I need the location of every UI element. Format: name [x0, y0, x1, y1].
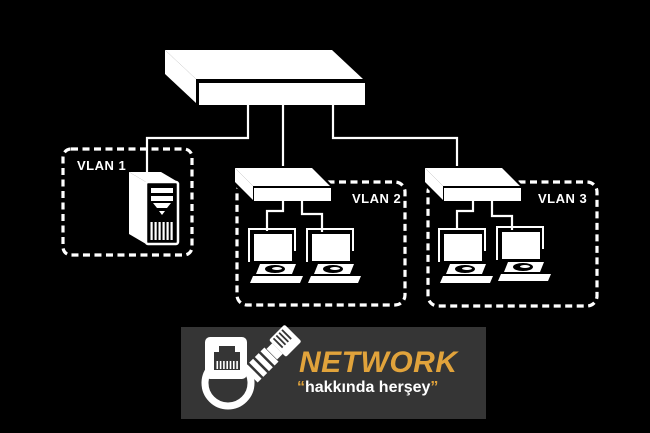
cable-core-to-vlan3: [331, 105, 459, 170]
logo-tagline-text: “hakkında herşey”: [297, 379, 438, 396]
tower-side-face: [129, 172, 146, 244]
pc-icon: [496, 226, 551, 281]
tower-drive-bay: [151, 196, 173, 201]
tower-button-trapezoid: [153, 203, 171, 208]
ethernet-cable-icon: [201, 325, 301, 410]
cable-core-to-vlan1: [145, 105, 250, 178]
core-switch-side-face: [165, 50, 196, 103]
switch-front-face: [444, 188, 521, 201]
rj45-plug: [243, 325, 301, 383]
vlan2-group: VLAN 2: [233, 166, 407, 307]
pc-mouse-highlight: [330, 267, 340, 270]
core-switch-icon: [165, 50, 365, 105]
pc-mouse-highlight: [272, 267, 282, 270]
pc-base: [440, 276, 493, 283]
pc-screen: [444, 234, 482, 261]
vlan2-label: VLAN 2: [352, 191, 401, 206]
cable-vlan2-switch-to-pc2: [300, 201, 324, 232]
core-switch-front-face: [199, 83, 365, 105]
pc-base: [250, 276, 303, 283]
tower-drive-bay: [151, 188, 173, 193]
pc-monitor-frame: [248, 228, 296, 262]
pc-monitor-frame: [306, 228, 354, 262]
logo-panel: NETWORK “hakkında herşey”: [181, 325, 486, 419]
pc-mouse-highlight: [462, 267, 472, 270]
cable-vlan3-switch-to-pc2: [490, 201, 514, 230]
cable-vlan2-switch-to-pc1: [265, 201, 285, 231]
pc-screen: [502, 232, 540, 259]
pc-mouse-highlight: [520, 265, 530, 268]
switch-top-face: [235, 168, 330, 186]
core-switch-top-face: [165, 50, 363, 79]
pc-base: [498, 274, 551, 281]
logo-brand-text: NETWORK: [299, 346, 459, 379]
pc-icon: [248, 228, 303, 283]
pc-monitor-frame: [438, 228, 486, 262]
vlan1-label: VLAN 1: [77, 158, 126, 173]
tower-power-triangle: [159, 211, 165, 215]
vlan3-group: VLAN 3: [423, 166, 599, 308]
tower-top-face: [129, 172, 178, 182]
pc-icon: [306, 228, 361, 283]
vlan3-switch-icon: [423, 166, 523, 203]
rj45-jack-pins: [216, 361, 238, 369]
switch-side-face: [235, 168, 253, 200]
cable-vlan3-switch-to-pc1: [455, 201, 475, 229]
pc-base: [308, 276, 361, 283]
vlan2-switch-icon: [233, 166, 333, 203]
switch-front-face: [254, 188, 331, 201]
pc-screen: [312, 234, 350, 261]
tagline-open-quote: “: [297, 379, 305, 396]
tower-vent-grille: [150, 222, 173, 240]
vlan3-label: VLAN 3: [538, 191, 587, 206]
tagline-close-quote: ”: [430, 379, 438, 396]
pc-monitor-frame: [496, 226, 544, 260]
switch-top-face: [425, 168, 520, 186]
switch-side-face: [425, 168, 443, 200]
pc-screen: [254, 234, 292, 261]
pc-icon: [438, 228, 493, 283]
rj45-plug-pins: [272, 329, 292, 349]
server-tower-icon: [129, 172, 180, 246]
vlan1-group: VLAN 1: [61, 147, 194, 257]
tagline-main: hakkında herşey: [305, 379, 431, 396]
